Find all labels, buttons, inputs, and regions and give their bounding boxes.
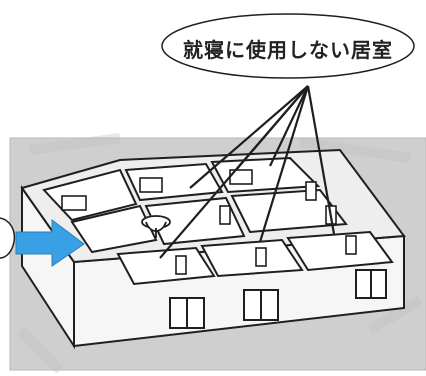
leader-line-6: [306, 85, 336, 235]
interior-window: [61, 195, 87, 211]
blue-right-arrow-icon: [15, 219, 85, 267]
left-callout-edge: [0, 217, 16, 259]
leader-line-2: [269, 85, 309, 167]
room-front-middle: [200, 238, 304, 278]
callout-bubble: [161, 13, 415, 79]
interior-openings: [61, 169, 357, 275]
satellite-dish-icon: [141, 215, 171, 238]
exterior-windows: [169, 269, 387, 329]
leader-line-4: [159, 85, 309, 259]
leader-line-1: [189, 85, 309, 189]
leader-line-5: [258, 85, 310, 243]
room-middle-right: [230, 188, 348, 234]
interior-window: [139, 177, 163, 193]
building: [20, 148, 406, 350]
interior-door: [345, 235, 357, 255]
room-front-right: [286, 230, 394, 272]
room-front-left: [116, 246, 216, 286]
callout-leader-lines: [159, 85, 336, 259]
interior-door: [305, 181, 317, 201]
interior-door: [255, 247, 267, 267]
interior-door: [219, 205, 231, 225]
background-panel-sketch-lines: [16, 133, 423, 374]
room-middle-left: [70, 204, 158, 254]
callout-label: 就寝に使用しない居室: [183, 38, 393, 62]
interior-door: [175, 255, 187, 275]
